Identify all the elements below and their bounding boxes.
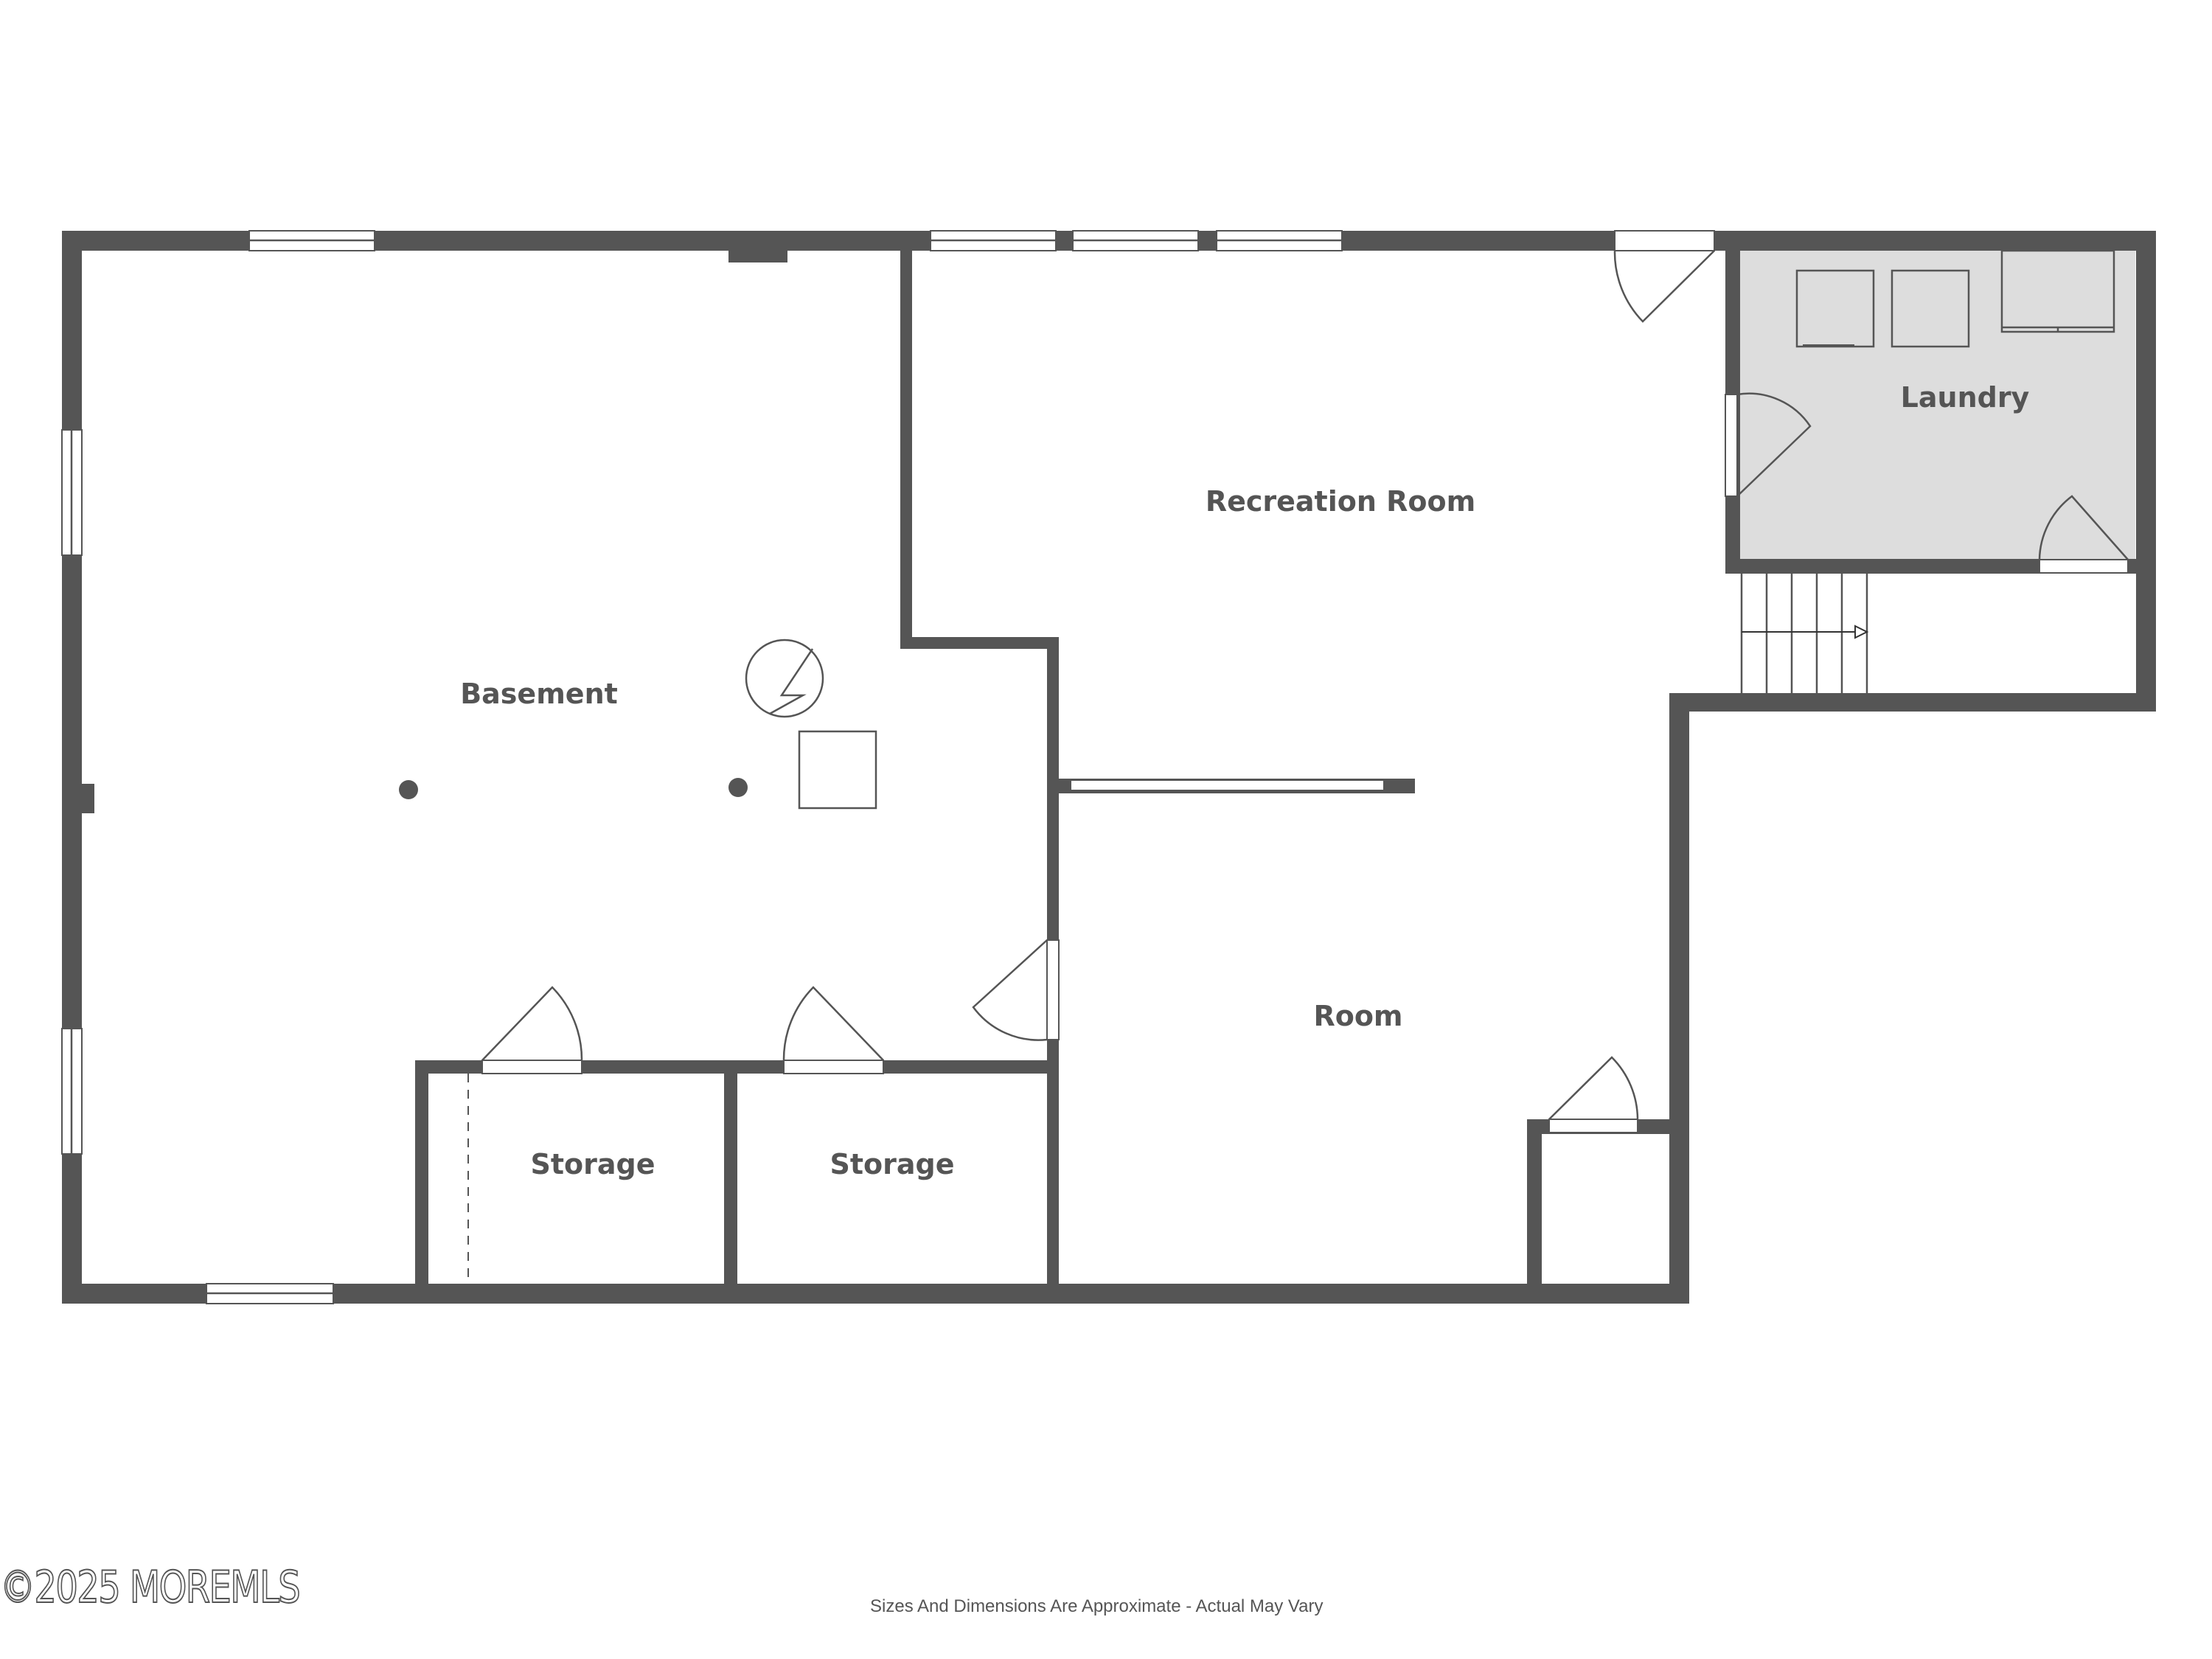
furnace: [798, 730, 877, 810]
stairs: [1740, 574, 1869, 693]
room-label-recreation-room: Recreation Room: [1205, 485, 1476, 518]
disclaimer-text: Sizes And Dimensions Are Approximate - A…: [870, 1596, 1324, 1616]
room-label-basement: Basement: [460, 678, 618, 710]
support-column: [399, 780, 418, 799]
room-label-room: Room: [1313, 1000, 1403, 1032]
windows: [61, 230, 1385, 1304]
room-label-storage-2: Storage: [830, 1148, 955, 1180]
room-label-storage-1: Storage: [530, 1148, 655, 1180]
laundry-appliances: [1795, 249, 2115, 348]
room-label-laundry: Laundry: [1900, 381, 2030, 414]
doors: [467, 230, 2129, 1284]
support-column: [728, 778, 748, 797]
basement-fixtures: [399, 639, 877, 810]
water-heater-icon: [745, 639, 824, 718]
lightning-icon: [769, 648, 814, 715]
laundry-floor: [1737, 251, 2135, 560]
copyright-watermark: ©2025 MOREMLS: [0, 1561, 302, 1614]
